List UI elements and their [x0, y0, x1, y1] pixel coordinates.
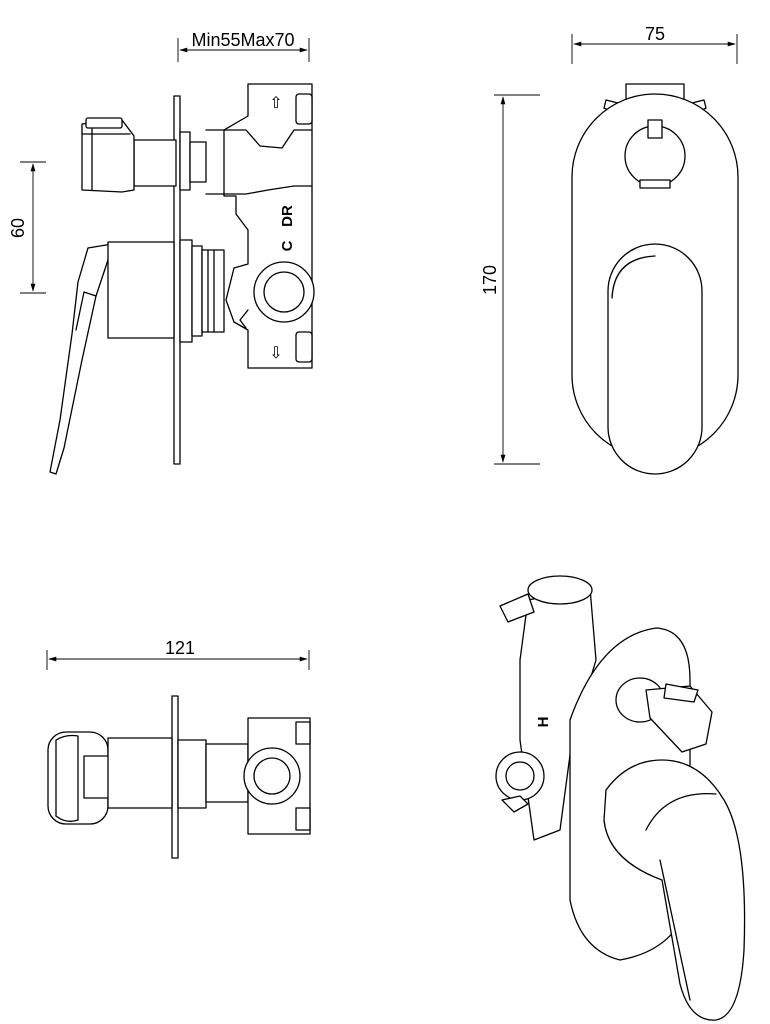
flow-down-arrow: ⇩: [269, 343, 282, 362]
iso-lever-handle: [603, 759, 746, 1021]
side-height-dimension: 60: [8, 161, 46, 294]
side-view: Min55Max70 60: [8, 30, 315, 475]
hot-marking: H: [535, 717, 552, 728]
side-depth-label: Min55Max70: [191, 30, 294, 50]
front-view: 75 170: [480, 24, 739, 475]
cold-marking: C: [279, 240, 296, 251]
iso-diverter-knob: [615, 677, 713, 753]
front-height-label: 170: [480, 265, 500, 295]
lever-handle: [49, 239, 225, 475]
top-cover-plate: [171, 695, 179, 859]
top-valve-body: [205, 717, 311, 835]
diverter-knob: [81, 117, 207, 193]
valve-body-side: ⇧ ⇩ DR C: [205, 83, 315, 369]
top-handle: [47, 731, 207, 825]
divert-marking: DR: [279, 205, 296, 227]
side-depth-dimension: Min55Max70: [177, 30, 310, 62]
lever-handle-front: [607, 243, 703, 475]
top-view: 121: [46, 638, 311, 859]
iso-valve-body: H: [495, 575, 597, 841]
flow-up-arrow: ⇧: [269, 93, 282, 112]
top-length-label: 121: [165, 638, 195, 658]
diverter-knob-front: [624, 119, 686, 189]
front-height-dimension: 170: [480, 94, 540, 465]
side-height-label: 60: [8, 218, 28, 238]
top-length-dimension: 121: [46, 638, 310, 670]
isometric-view: H: [495, 575, 746, 1021]
front-width-label: 75: [645, 24, 665, 44]
front-width-dimension: 75: [571, 24, 738, 64]
